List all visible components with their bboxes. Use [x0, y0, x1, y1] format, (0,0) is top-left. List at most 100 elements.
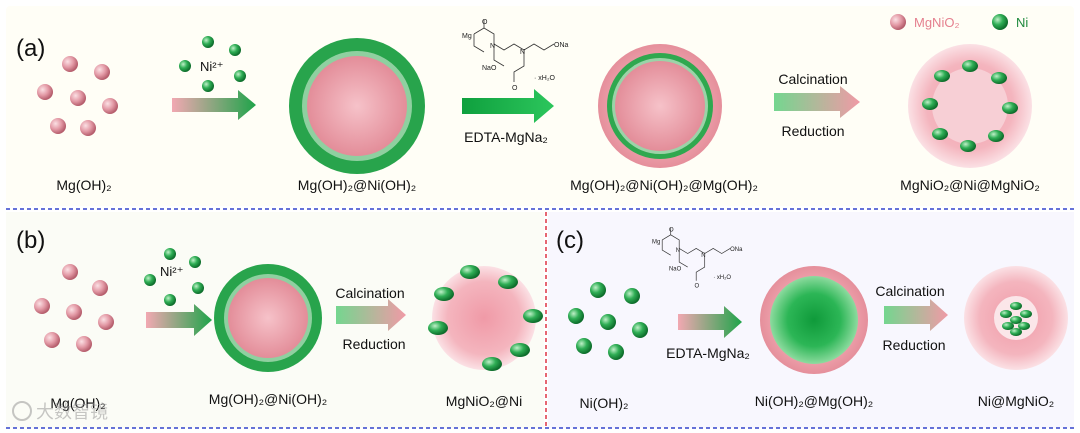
green-particle: [600, 314, 616, 330]
watermark-text: 大数智镜: [36, 402, 108, 422]
pink-particle: [94, 64, 110, 80]
green-ion: [202, 36, 214, 48]
panel-c-caption-3: Ni@MgNiO₂: [978, 393, 1054, 409]
legend-green-label: Ni: [1016, 15, 1028, 30]
edta-o: O: [512, 85, 518, 92]
green-particle: [632, 322, 648, 338]
edta-o-na: ONa: [730, 247, 743, 253]
green-ion: [189, 256, 201, 268]
pink-particle: [62, 264, 78, 280]
ni-cluster-particle: [1010, 316, 1022, 324]
green-particle: [624, 288, 640, 304]
panel-c-core-shell: [760, 266, 868, 374]
panel-a-caption-3: Mg(OH)₂@Ni(OH)₂@Mg(OH)₂: [570, 177, 758, 193]
panel-b-arrow-2: [336, 299, 406, 331]
panel-a-final-particle: [908, 44, 1032, 168]
panel-b-caption-3: MgNiO₂@Ni: [446, 393, 522, 409]
panel-a-ion-label: Ni²⁺: [200, 59, 223, 74]
green-ion: [164, 248, 176, 260]
ni-cluster-particle: [1010, 328, 1022, 336]
edta-o: O: [695, 284, 700, 290]
panel-b-core-shell: [214, 264, 322, 372]
pink-particle: [92, 280, 108, 296]
ni-nanoparticle: [498, 275, 518, 289]
pink-particle: [70, 90, 86, 106]
green-ion: [179, 60, 191, 72]
watermark: 大数智镜: [12, 401, 108, 422]
edta-o: O: [669, 227, 674, 233]
edta-n: N: [701, 253, 705, 259]
green-ion: [229, 44, 241, 56]
pink-particle: [62, 56, 78, 72]
pink-particle: [34, 298, 50, 314]
panel-a-step-bottom: Reduction: [781, 123, 844, 139]
ni-cluster-particle: [1002, 322, 1014, 330]
ni-nanoparticle: [482, 357, 502, 371]
panel-c-edta-structure: Mg N N ONa NaO O O · xH₂O: [652, 227, 743, 289]
edta-na-o: NaO: [669, 267, 682, 273]
edta-n: N: [490, 43, 495, 50]
ni-nanoparticle: [934, 70, 950, 82]
green-particle: [568, 308, 584, 324]
ni-nanoparticle: [988, 130, 1004, 142]
panel-a-caption-4: MgNiO₂@Ni@MgNiO₂: [900, 177, 1040, 193]
panel-b-caption-1: Mg(OH)₂: [50, 395, 105, 411]
pink-particle: [37, 84, 53, 100]
ni-cluster-particle: [1018, 322, 1030, 330]
panel-b-ion-label: Ni²⁺: [160, 264, 183, 279]
panel-a-core-shell-1: [289, 38, 425, 174]
panel-a-reagent-label: EDTA-MgNa₂: [464, 129, 548, 145]
pink-particle: [102, 98, 118, 114]
ni-nanoparticle: [962, 60, 978, 72]
green-ion: [202, 80, 214, 92]
edta-o: O: [482, 19, 488, 26]
legend-green-sphere: [992, 14, 1008, 30]
panel-c-arrow-2: [884, 299, 948, 331]
ni-cluster-particle: [1020, 310, 1032, 318]
ni-nanoparticle: [460, 265, 480, 279]
watermark-logo-icon: [12, 401, 32, 421]
panel-c-nioh2-particles: [568, 282, 648, 360]
ni-cluster-particle: [1000, 310, 1012, 318]
edta-na-o: NaO: [482, 65, 497, 72]
ni-nanoparticle: [523, 309, 543, 323]
panel-b-final-particle: [428, 265, 543, 371]
pink-particle: [80, 120, 96, 136]
pink-core: [307, 56, 407, 156]
panel-b-tag: (b): [16, 227, 45, 254]
pink-core: [615, 61, 705, 151]
panel-b-mgoh2-particles: [34, 264, 114, 352]
panel-b-step-bottom: Reduction: [342, 336, 405, 352]
ni-nanoparticle: [434, 287, 454, 301]
panel-c-reagent-label: EDTA-MgNa₂: [666, 345, 750, 361]
pink-particle: [66, 304, 82, 320]
pink-inner-core: [932, 68, 1008, 144]
panel-a-caption-2: Mg(OH)₂@Ni(OH)₂: [298, 177, 416, 193]
panel-c-caption-2: Ni(OH)₂@Mg(OH)₂: [755, 393, 873, 409]
ni-cluster-particle: [1010, 302, 1022, 310]
edta-mg: Mg: [462, 33, 472, 40]
pink-core: [228, 278, 308, 358]
green-ion: [164, 294, 176, 306]
panel-b-step-top: Calcination: [335, 285, 404, 301]
green-particle: [590, 282, 606, 298]
edta-n: N: [676, 248, 680, 254]
ni-nanoparticle: [510, 343, 530, 357]
edta-water: · xH₂O: [534, 75, 556, 82]
edta-water: · xH₂O: [713, 275, 731, 281]
panel-b-ni-ions: [144, 248, 204, 306]
legend-pink-sphere: [890, 14, 906, 30]
green-ion: [234, 70, 246, 82]
panel-c-caption-1: Ni(OH)₂: [580, 395, 629, 411]
pink-particle: [50, 118, 66, 134]
panel-c-step-top: Calcination: [875, 283, 944, 299]
green-ion: [144, 274, 156, 286]
ni-nanoparticle: [1002, 102, 1018, 114]
panel-a-core-shell-2: [598, 44, 722, 168]
panel-b-caption-2: Mg(OH)₂@Ni(OH)₂: [209, 391, 327, 407]
ni-nanoparticle: [932, 128, 948, 140]
edta-o-na: ONa: [554, 42, 569, 49]
panel-a-arrow-1: [172, 90, 256, 120]
panel-c-arrow-1: [678, 306, 742, 338]
